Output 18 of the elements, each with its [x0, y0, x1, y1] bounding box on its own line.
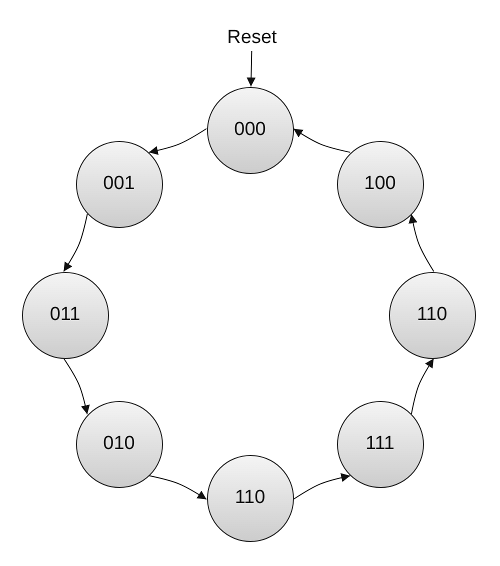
- arrow: [408, 214, 434, 272]
- arrow: [410, 358, 434, 414]
- state-label: 100: [364, 173, 396, 195]
- state-label: 011: [50, 304, 80, 326]
- arrow: [292, 473, 351, 500]
- arrow: [148, 475, 208, 500]
- state-label: 001: [103, 173, 135, 195]
- input-label: Reset: [227, 27, 277, 49]
- arrow: [63, 213, 88, 272]
- state-label: 010: [103, 433, 135, 455]
- arrow: [148, 128, 208, 155]
- state-label: 111: [366, 433, 394, 455]
- arrow: [292, 128, 351, 153]
- arrow: [63, 358, 90, 415]
- state-label: 110: [234, 487, 266, 509]
- state-label: 000: [234, 119, 266, 141]
- arrow: [246, 50, 256, 87]
- state-label: 110: [416, 304, 448, 326]
